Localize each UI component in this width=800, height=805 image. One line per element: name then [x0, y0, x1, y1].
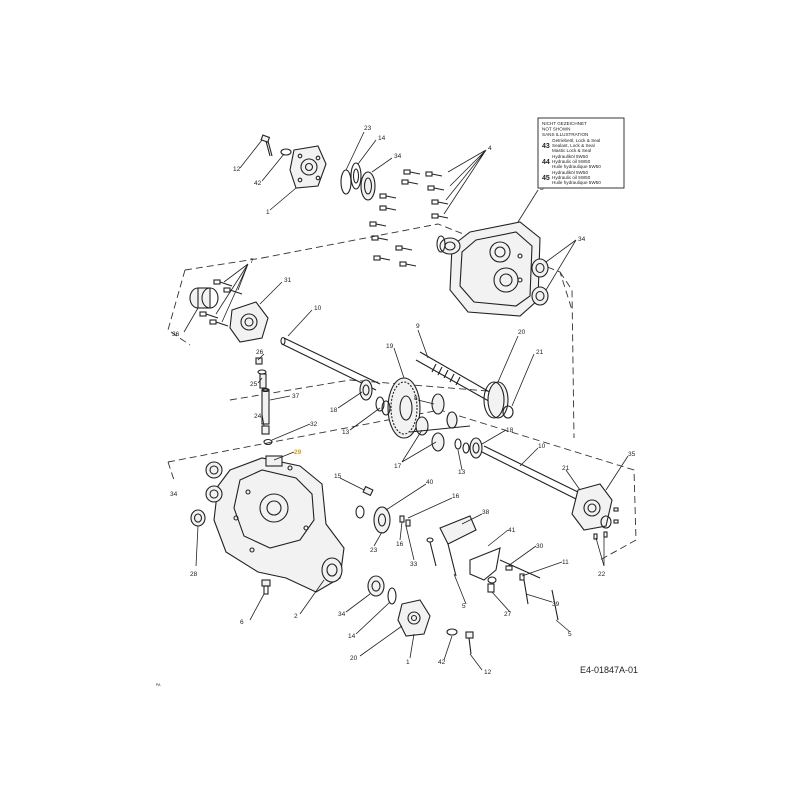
cover-seals [531, 258, 549, 306]
legend-header-line: SANS ILLUSTRATION [542, 132, 588, 137]
callout-12: 12 [233, 166, 241, 173]
callout-21: 21 [536, 349, 544, 356]
callout-11: 11 [562, 559, 569, 566]
callout-40: 40 [426, 479, 434, 486]
callout-13: 13 [458, 469, 466, 476]
callout-23: 23 [364, 125, 372, 132]
legend-entry-line: Hydrauliköl 5W50 [552, 170, 588, 175]
callout-5: 5 [462, 603, 466, 610]
callout-4: 4 [488, 145, 492, 152]
callout-2: 2 [294, 613, 298, 620]
drawing-code: E4-01847A-01 [580, 665, 638, 675]
callout-19: 19 [386, 343, 394, 350]
callout-7: 7 [250, 258, 254, 265]
transaxle-housing [213, 455, 345, 593]
callout-24: 24 [254, 413, 262, 420]
legend-entry-line: Huile hydraulique 5W50 [552, 164, 601, 169]
callout-10: 10 [538, 443, 546, 450]
callout-38: 38 [482, 509, 490, 516]
callout-5: 5 [568, 631, 572, 638]
callout-20: 20 [518, 329, 526, 336]
corner-mark: PA [156, 683, 161, 687]
legend-header-line: NICHT GEZEICHNET [542, 121, 587, 126]
legend-entry-line: Getriebeöl, Lock & Seal [552, 138, 600, 143]
callout-32: 32 [310, 421, 318, 428]
callout-34: 34 [338, 611, 346, 618]
callout-34: 34 [394, 153, 402, 160]
control-linkage [426, 515, 559, 621]
legend-entry-line: Hydraulic oil 5W50 [552, 159, 591, 164]
callout-8: 8 [414, 395, 418, 402]
left-flange-assembly [189, 279, 269, 343]
callout-9: 9 [416, 323, 420, 330]
callout-36: 36 [172, 331, 180, 338]
callout-37: 37 [292, 393, 300, 400]
axle-shaft-upper [280, 336, 381, 391]
callout-23: 23 [370, 547, 378, 554]
callout-28: 28 [190, 571, 198, 578]
callout-14: 14 [348, 633, 356, 640]
callout-20: 20 [350, 655, 358, 662]
callout-29: 29 [294, 449, 302, 456]
drive-disc [483, 381, 514, 419]
callout-6: 6 [240, 619, 244, 626]
swash-plate-parts [355, 485, 411, 534]
callout-22: 22 [598, 571, 606, 578]
callout-21: 21 [562, 465, 570, 472]
legend-entry-number: 43 [542, 143, 550, 150]
callout-33: 33 [410, 561, 418, 568]
callout-35: 35 [628, 451, 636, 458]
legend-entry-line: Hydrauliköl 5W50 [552, 154, 588, 159]
callout-12: 12 [484, 669, 492, 676]
callout-31: 31 [284, 277, 292, 284]
pinion-shaft [415, 351, 501, 405]
legend-box: NICHT GEZEICHNET NOT SHOWN SANS ILLUSTRA… [537, 117, 625, 189]
leader-lines [183, 131, 629, 671]
callout-34: 34 [578, 236, 586, 243]
callout-14: 14 [378, 135, 386, 142]
large-spur-gear [387, 377, 421, 439]
callout-10: 10 [314, 305, 322, 312]
callout-30: 30 [536, 543, 544, 550]
wheel-hub-right [571, 483, 619, 540]
legend-entry-line: Mastic Lock & Seal [552, 148, 591, 153]
callout-1: 1 [266, 209, 270, 216]
differential-cluster [409, 393, 471, 454]
callout-labels: 12 42 1 23 14 34 4 3 34 7 31 10 36 9 20 … [170, 125, 636, 676]
legend-entry-number: 44 [542, 159, 550, 166]
callout-42: 42 [438, 659, 446, 666]
callout-18: 18 [330, 407, 338, 414]
callout-39: 39 [552, 601, 560, 608]
bolt-group-top [369, 169, 449, 267]
callout-1: 1 [406, 659, 410, 666]
callout-17: 17 [394, 463, 402, 470]
legend-entry-line: Huile hydraulique 5W50 [552, 180, 601, 185]
bottom-hub-stack [367, 575, 474, 655]
callout-13: 13 [342, 429, 350, 436]
legend-entry-number: 45 [542, 175, 550, 182]
drain-plug [261, 579, 271, 595]
control-lever-column [255, 357, 273, 446]
legend-header-line: NOT SHOWN [542, 127, 571, 132]
callout-3: 3 [540, 185, 544, 192]
callout-15: 15 [334, 473, 342, 480]
callout-25: 25 [250, 381, 258, 388]
callout-34: 34 [170, 491, 178, 498]
callout-16: 16 [452, 493, 460, 500]
wheel-hub-top [260, 134, 327, 189]
callout-42: 42 [254, 180, 262, 187]
callout-27: 27 [504, 611, 512, 618]
callout-26: 26 [256, 349, 264, 356]
callout-18: 18 [506, 427, 514, 434]
gear-case-cover [436, 221, 541, 317]
callout-16: 16 [396, 541, 404, 548]
axle-shaft-lower [469, 437, 583, 501]
callout-41: 41 [508, 527, 516, 534]
legend-entry-line: Hydraulic oil 5W50 [552, 175, 591, 180]
top-bearing-stack [340, 162, 376, 201]
legend-entry-line: Sealant, Lock & Seal [552, 143, 595, 148]
upper-shaft-bearings [359, 379, 391, 416]
